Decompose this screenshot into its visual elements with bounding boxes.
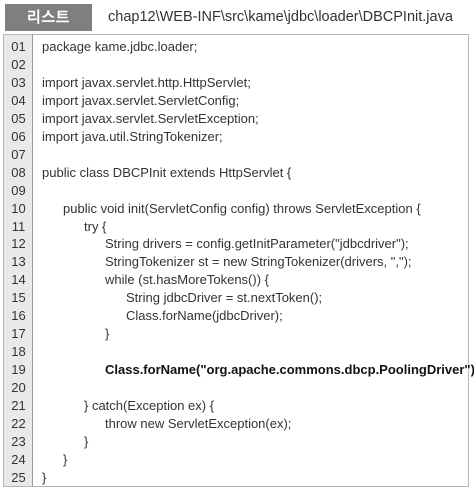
listing-badge: 리스트 12.12	[5, 4, 92, 53]
code-text: import javax.servlet.ServletConfig;	[42, 92, 240, 108]
line-number: 23	[11, 433, 26, 449]
code-text: }	[63, 451, 68, 467]
line-number: 24	[11, 451, 26, 467]
line-number: 06	[11, 128, 26, 144]
code-line: 14 while (st.hasMoreTokens()) {	[4, 271, 468, 289]
code-text: while (st.hasMoreTokens()) {	[105, 272, 269, 288]
code-line: 05 import javax.servlet.ServletException;	[4, 110, 468, 128]
code-text: }	[42, 469, 47, 485]
code-line: 04 import javax.servlet.ServletConfig;	[4, 92, 468, 110]
line-number: 25	[11, 469, 26, 485]
code-line: 23}	[4, 433, 468, 451]
line-number: 01	[11, 39, 26, 54]
line-number: 09	[11, 182, 26, 198]
code-line: 12 String drivers = config.getInitParamet…	[4, 235, 468, 253]
code-line: 08 public class DBCPInit extends HttpServ…	[4, 164, 468, 182]
line-number: 02	[11, 56, 26, 72]
line-number: 11	[11, 218, 26, 234]
line-number: 18	[11, 344, 26, 360]
code-line: 09	[4, 182, 468, 200]
code-text: Class.forName("org.apache.commons.dbcp.P…	[105, 362, 474, 378]
code-text: public class DBCPInit extends HttpServle…	[42, 164, 292, 180]
code-line: 18	[4, 343, 468, 361]
code-text: String drivers = config.getInitParameter…	[105, 236, 409, 252]
line-number: 13	[11, 254, 26, 270]
code-text: try {	[84, 218, 107, 234]
code-text: }	[84, 433, 89, 449]
line-number: 14	[11, 272, 26, 288]
line-number: 16	[11, 308, 26, 324]
code-line: 25}	[4, 469, 468, 487]
line-number: 05	[11, 110, 26, 126]
code-line: 17}	[4, 325, 468, 343]
code-line: 15 String jdbcDriver = st.nextToken();	[4, 289, 468, 307]
code-text: StringTokenizer st = new StringTokenizer…	[105, 254, 412, 270]
line-number: 08	[11, 164, 26, 180]
code-text: throw new ServletException(ex);	[105, 415, 292, 431]
line-number: 04	[11, 92, 26, 108]
code-line: 06 import java.util.StringTokenizer;	[4, 128, 468, 146]
code-text: import javax.servlet.ServletException;	[42, 110, 259, 126]
file-path: chap12\WEB-INF\src\kame\jdbc\loader\DBCP…	[108, 9, 453, 25]
code-line: 24}	[4, 451, 468, 469]
code-line: 20	[4, 379, 468, 397]
code-line: 22 throw new ServletException(ex);	[4, 415, 468, 433]
line-number: 15	[11, 290, 26, 306]
code-line: 11 try {	[4, 218, 468, 236]
code-line: 01 package kame.jdbc.loader;	[4, 38, 468, 56]
listing-header: 리스트 12.12 chap12\WEB-INF\src\kame\jdbc\l…	[5, 4, 467, 53]
code-text: import javax.servlet.http.HttpServlet;	[42, 74, 251, 90]
code-line: 21 } catch(Exception ex) {	[4, 397, 468, 415]
code-text: String jdbcDriver = st.nextToken();	[126, 290, 323, 306]
line-number: 12	[11, 236, 26, 252]
code-text: public void init(ServletConfig config) t…	[63, 200, 421, 216]
code-text: }	[105, 326, 110, 342]
line-number-gutter	[4, 35, 33, 486]
line-number: 21	[11, 398, 26, 413]
code-text: package kame.jdbc.loader;	[42, 39, 198, 54]
line-number: 19	[11, 362, 26, 378]
code-line: 02	[4, 56, 468, 74]
code-line: 13 StringTokenizer st = new StringTokeniz…	[4, 253, 468, 271]
line-number: 07	[11, 146, 26, 162]
code-line: 19 Class.forName("org.apache.commons.dbcp…	[4, 361, 474, 379]
code-text: import java.util.StringTokenizer;	[42, 128, 223, 144]
code-line: 03 import javax.servlet.http.HttpServlet;	[4, 74, 468, 92]
code-line: 10 public void init(ServletConfig config)…	[4, 200, 468, 218]
code-line: 07	[4, 146, 468, 164]
line-number: 22	[11, 415, 26, 431]
code-text: } catch(Exception ex) {	[84, 398, 215, 413]
line-number: 20	[11, 380, 26, 396]
code-text: Class.forName(jdbcDriver);	[126, 308, 283, 324]
code-listing: 01 package kame.jdbc.loader; 02 03 import ja…	[3, 34, 474, 487]
line-number: 10	[11, 200, 26, 216]
code-line: 16 Class.forName(jdbcDriver);	[4, 307, 468, 325]
line-number: 17	[11, 326, 26, 342]
line-number: 03	[11, 74, 26, 90]
